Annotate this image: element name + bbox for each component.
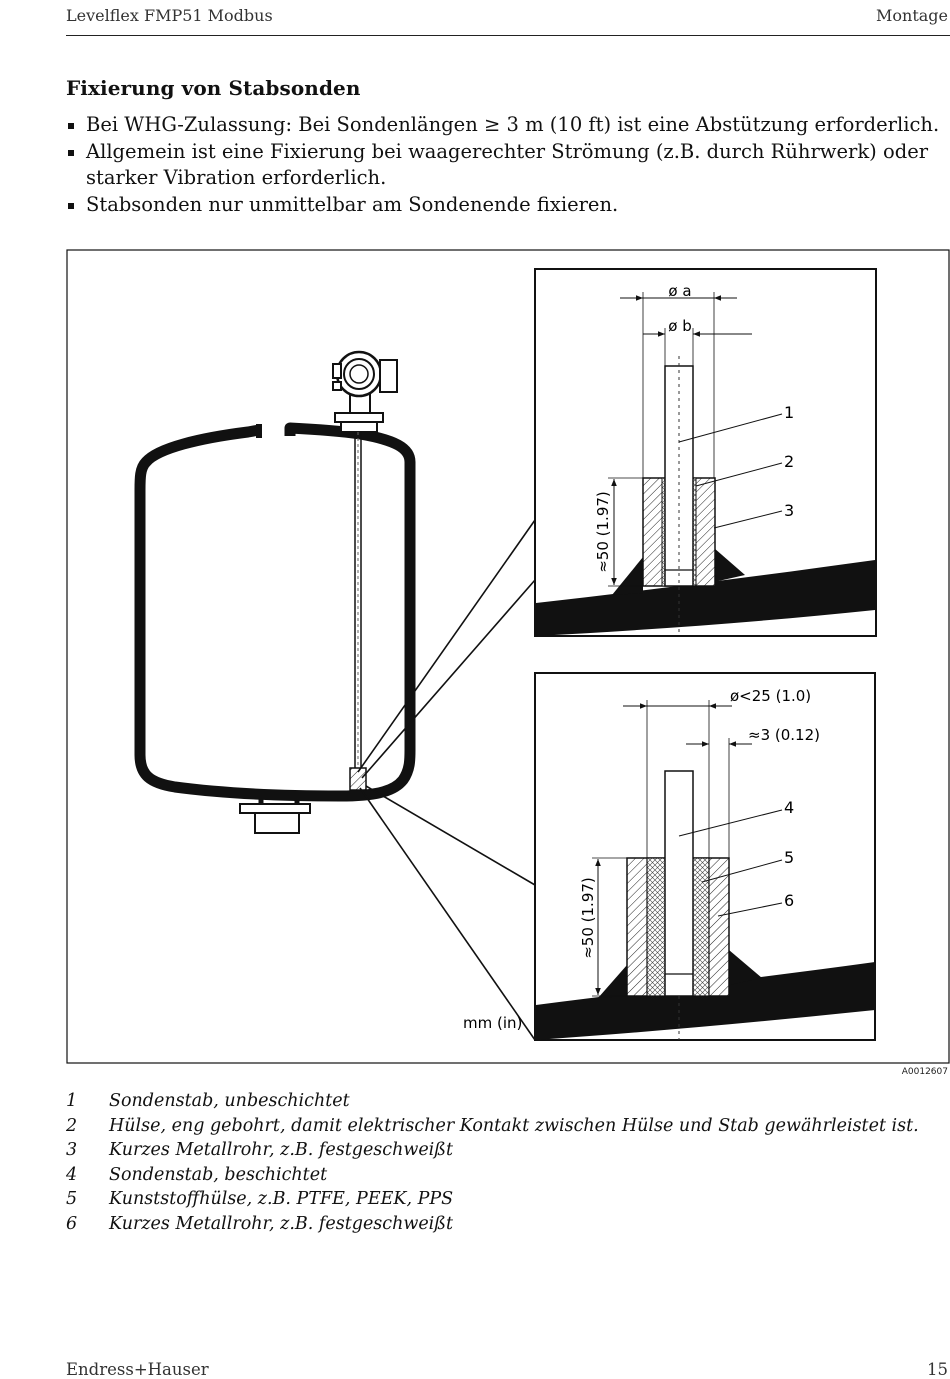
callout-6: 6 — [784, 891, 794, 910]
legend-item: 5 Kunststoffhülse, z.B. PTFE, PEEK, PPS — [66, 1187, 919, 1212]
bullet-item: Stabsonden nur unmittelbar am Sondenende… — [66, 192, 950, 219]
figure-frame — [66, 249, 950, 1064]
figure-id: A0012607 — [901, 1067, 948, 1077]
bullet-item: Allgemein ist eine Fixierung bei waagere… — [66, 139, 950, 192]
section-title: Fixierung von Stabsonden — [66, 76, 361, 100]
legend-item: 2 Hülse, eng gebohrt, damit elektrischer… — [66, 1114, 919, 1139]
header-rule — [66, 35, 950, 36]
dim-b-label: ø b — [668, 317, 691, 335]
height-label-bottom: ≈50 (1.97) — [579, 877, 597, 959]
header-product-name: Levelflex FMP51 Modbus — [66, 6, 273, 25]
tank-drawing — [134, 350, 416, 834]
detail-top — [534, 268, 877, 637]
legend-number: 1 — [66, 1091, 78, 1111]
legend-text: Kurzes Metallrohr, z.B. festgeschweißt — [109, 1140, 454, 1160]
page-number: 15 — [927, 1360, 948, 1379]
legend-item: 1 Sondenstab, unbeschichtet — [66, 1089, 919, 1114]
callout-4: 4 — [784, 798, 794, 817]
installation-figure: ø a ø b ≈50 (1.97) 1 2 3 — [66, 249, 950, 1064]
legend-number: 4 — [66, 1164, 78, 1185]
units-label: mm (in) — [463, 1014, 522, 1032]
legend-text: Kunststoffhülse, z.B. PTFE, PEEK, PPS — [109, 1189, 454, 1209]
legend-text: Hülse, eng gebohrt, damit elektrischer K… — [109, 1115, 919, 1136]
legend-item: 6 Kurzes Metallrohr, z.B. festgeschweißt — [66, 1212, 919, 1237]
dim-gap-label: ≈3 (0.12) — [748, 726, 820, 744]
height-label-top: ≈50 (1.97) — [594, 491, 612, 573]
legend-number: 6 — [66, 1213, 78, 1234]
callout-1: 1 — [784, 403, 794, 422]
legend-number: 5 — [66, 1189, 78, 1209]
dim-outer-label: ø<25 (1.0) — [730, 687, 811, 705]
detail-leader-lines — [357, 519, 536, 1041]
bullet-item: Bei WHG-Zulassung: Bei Sondenlängen ≥ 3 … — [66, 112, 950, 139]
legend-text: Kurzes Metallrohr, z.B. festgeschweißt — [109, 1213, 454, 1234]
callout-2: 2 — [784, 452, 794, 471]
legend-item: 4 Sondenstab, beschichtet — [66, 1163, 919, 1188]
legend-item: 3 Kurzes Metallrohr, z.B. festgeschweißt — [66, 1138, 919, 1163]
callout-5: 5 — [784, 848, 794, 867]
footer-brand: Endress+Hauser — [66, 1360, 209, 1379]
callout-3: 3 — [784, 501, 794, 520]
legend-text: Sondenstab, unbeschichtet — [109, 1091, 350, 1111]
legend-text: Sondenstab, beschichtet — [109, 1164, 328, 1185]
figure-legend: 1 Sondenstab, unbeschichtet 2 Hülse, eng… — [66, 1089, 919, 1236]
bullet-list: Bei WHG-Zulassung: Bei Sondenlängen ≥ 3 … — [66, 112, 950, 218]
header-chapter: Montage — [876, 6, 948, 25]
dim-a-label: ø a — [668, 282, 691, 300]
legend-number: 2 — [66, 1115, 78, 1136]
detail-bottom — [534, 672, 876, 1041]
legend-number: 3 — [66, 1140, 78, 1160]
